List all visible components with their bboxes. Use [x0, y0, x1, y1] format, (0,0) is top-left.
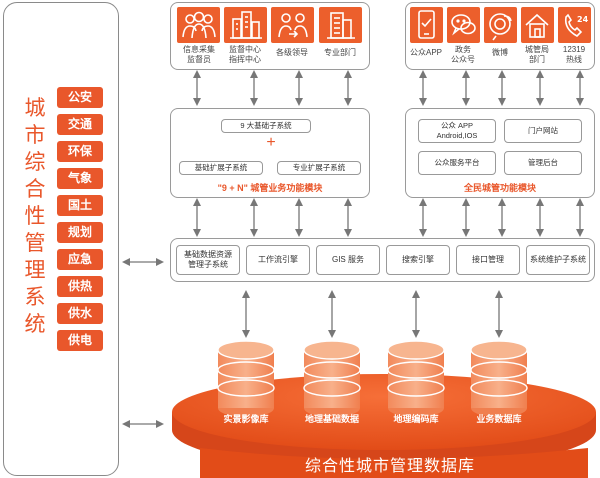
buildings-icon: [224, 7, 267, 43]
arrows-middle: [193, 198, 584, 237]
service-platform-box: 公众服务平台: [418, 151, 496, 175]
database-cylinders: [217, 340, 528, 417]
system-tag: 规划: [57, 222, 103, 243]
core-subsystem-box: 9 大基础子系统: [221, 119, 311, 133]
department-icon: [319, 7, 362, 43]
wechat-icon: [447, 7, 480, 43]
system-tag: 公安: [57, 87, 103, 108]
left-panel: 城市综合性管理系统 公安 交通 环保 气象 国土 规划 应急 供热 供水 供电: [3, 2, 119, 476]
arrows-left: [122, 258, 164, 428]
system-tag: 应急: [57, 249, 103, 270]
system-tag: 交通: [57, 114, 103, 135]
platform-title: 综合性城市管理数据库: [304, 458, 475, 475]
system-tag: 供热: [57, 276, 103, 297]
icon-label: 公众APP: [409, 48, 442, 57]
business-module: 9 大基础子系统 + 基础扩展子系统 专业扩展子系统 "9 + N" 城管业务功…: [170, 108, 370, 198]
icon-label: 信息采集 监督员: [183, 45, 215, 64]
portal-box: 门户网站: [504, 119, 582, 143]
workflow-engine-service: 工作流引擎: [246, 245, 310, 275]
data-resource-service: 基础数据资源 管理子系统: [176, 245, 240, 275]
weibo-icon: [484, 7, 517, 43]
icon-label: 各级领导: [276, 48, 308, 57]
gis-service: GIS 服务: [316, 245, 380, 275]
interface-management-service: 接口管理: [456, 245, 520, 275]
business-module-caption: "9 + N" 城管业务功能模块: [217, 183, 323, 193]
top-right-group: 24 公众APP 政务 公众号 微博 城管局 部门 12319 热线: [405, 2, 595, 70]
arrows-top-right: [419, 70, 584, 106]
professional-extension-box: 专业扩展子系统: [277, 161, 361, 175]
database-label: 地理基础数据: [304, 414, 359, 424]
arrows-lower: [242, 290, 503, 338]
database-label: 实景影像库: [223, 414, 269, 424]
database-label: 业务数据库: [476, 414, 522, 424]
system-tag: 供水: [57, 303, 103, 324]
icon-label: 微博: [492, 48, 508, 57]
leader-icon: [271, 7, 314, 43]
database-label: 地理编码库: [393, 414, 439, 424]
svg-text:24: 24: [577, 15, 589, 24]
icon-label: 政务 公众号: [451, 45, 475, 64]
public-module-caption: 全民城管功能模块: [463, 183, 536, 193]
icon-label: 城管局 部门: [525, 45, 549, 64]
top-left-group: 信息采集 监督员 监督中心 指挥中心 各级领导 专业部门: [170, 2, 370, 70]
house-icon: [521, 7, 554, 43]
system-tag: 气象: [57, 168, 103, 189]
left-panel-title: 城市综合性管理系统: [24, 97, 46, 336]
phone-icon: [410, 7, 443, 43]
arrows-top-left: [193, 70, 352, 106]
maintenance-service: 系统维护子系统: [526, 245, 590, 275]
system-tag: 供电: [57, 330, 103, 351]
public-module: 公众 APP Android,IOS 门户网站 公众服务平台 管理后台 全民城管…: [405, 108, 595, 198]
icon-label: 专业部门: [324, 48, 356, 57]
people-icon: [177, 7, 220, 43]
admin-backend-box: 管理后台: [504, 151, 582, 175]
basic-extension-box: 基础扩展子系统: [179, 161, 263, 175]
search-engine-service: 搜索引擎: [386, 245, 450, 275]
icon-label: 监督中心 指挥中心: [229, 45, 261, 64]
public-app-box: 公众 APP Android,IOS: [418, 119, 496, 143]
services-row: [170, 238, 595, 282]
icon-label: 12319 热线: [562, 45, 586, 64]
system-tag: 环保: [57, 141, 103, 162]
system-tag: 国土: [57, 195, 103, 216]
plus-sign: +: [266, 134, 276, 151]
hotline-icon: 24: [558, 7, 591, 43]
system-tag-list: 公安 交通 环保 气象 国土 规划 应急 供热 供水 供电: [57, 87, 103, 351]
